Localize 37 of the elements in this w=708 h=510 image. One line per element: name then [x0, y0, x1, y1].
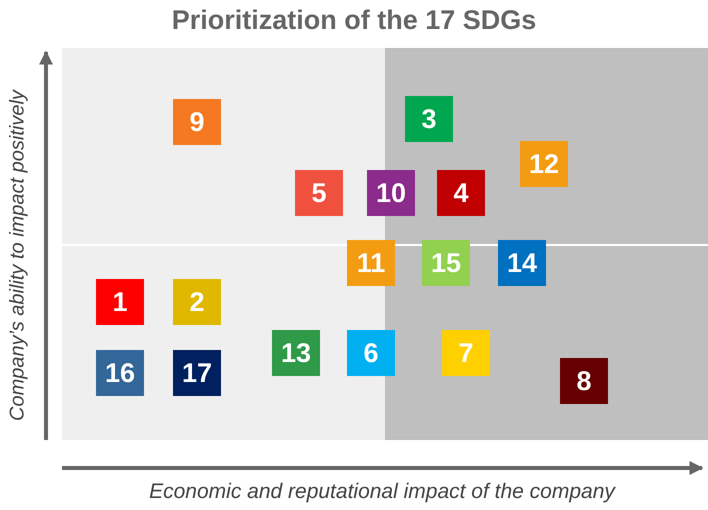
sdg-number: 9: [189, 106, 205, 138]
sdg-number: 17: [182, 358, 212, 388]
sdg-tile: [272, 330, 320, 376]
sdg-number: 16: [104, 358, 136, 388]
chart-title: Prioritization of the 17 SDGs: [170, 5, 538, 36]
sdg-number: 4: [453, 178, 469, 208]
sdg-number: 2: [189, 286, 205, 318]
sdg-number: 1: [112, 286, 128, 318]
sdg-tile: [347, 240, 395, 286]
sdg-tile: [520, 141, 568, 187]
sdg-tile: [295, 170, 343, 216]
sdg-number: 15: [430, 248, 462, 278]
sdg-tile: [422, 240, 470, 286]
axis-label: Company’s ability to impact positively: [6, 88, 30, 423]
sdg-tile: [347, 330, 395, 376]
sdg-number: 11: [356, 248, 386, 278]
sdg-tile: [367, 170, 415, 216]
sdg-tile: [173, 279, 221, 325]
sdg-tile: [96, 350, 144, 396]
sdg-number: 8: [576, 366, 592, 396]
sdg-tile: [173, 99, 221, 145]
sdg-tile: [560, 358, 608, 404]
sdg-tile: [437, 170, 485, 216]
sdg-tile: [96, 279, 144, 325]
sdg-number: 5: [311, 178, 327, 208]
sdg-tile: [498, 240, 546, 286]
sdg-number: 12: [528, 148, 560, 180]
sdg-number: 13: [280, 338, 312, 368]
sdg-number: 6: [363, 338, 379, 368]
sdg-number: 7: [458, 338, 474, 368]
sdg-number: 14: [506, 248, 538, 278]
sdg-tile: [405, 96, 453, 142]
axis-label: Economic and reputational impact of the company: [148, 480, 617, 504]
sdg-tile: [173, 350, 221, 396]
sdg-number: 3: [421, 104, 437, 134]
sdg-tile: [442, 330, 490, 376]
sdg-number: 10: [376, 178, 406, 208]
